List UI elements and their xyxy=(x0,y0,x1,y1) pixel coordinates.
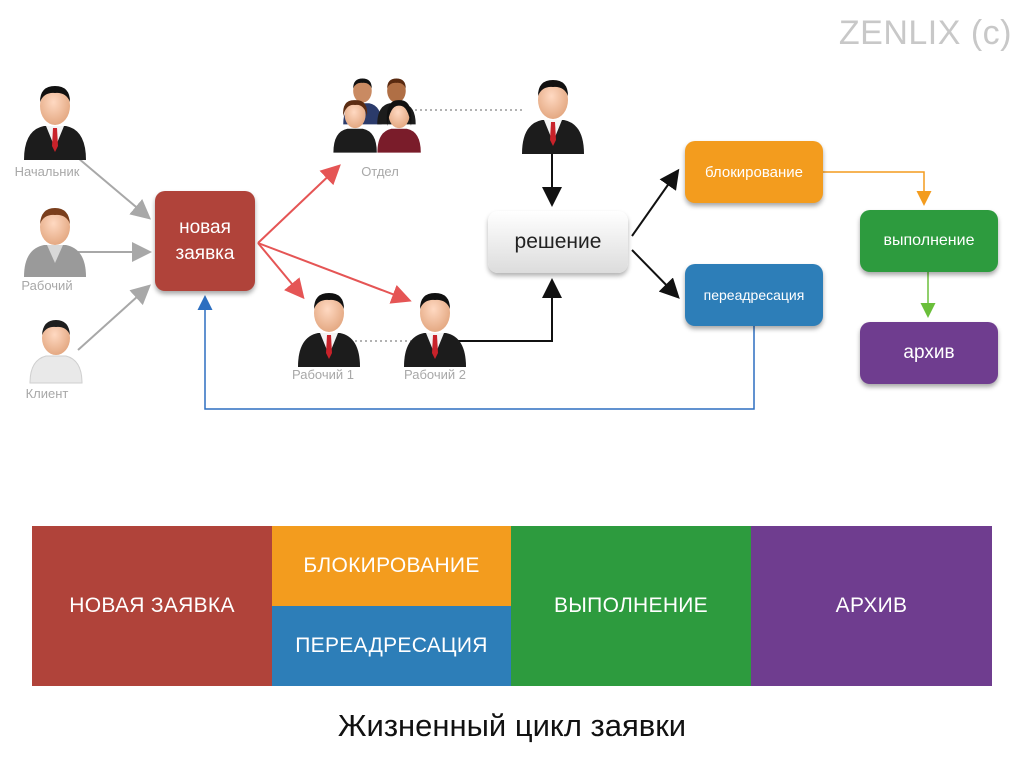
node-blocking-label: блокирование xyxy=(705,163,803,181)
node-execution-label: выполнение xyxy=(883,232,975,249)
label-department: Отдел xyxy=(361,164,399,179)
stage-new-request: НОВАЯ ЗАЯВКА xyxy=(32,526,272,686)
arrow-to-redirect xyxy=(631,249,680,299)
node-blocking: блокирование xyxy=(685,141,823,203)
stage-redirect: ПЕРЕАДРЕСАЦИЯ xyxy=(272,606,511,686)
person-client-icon xyxy=(29,320,83,384)
stage-blocking: БЛОКИРОВАНИЕ xyxy=(272,526,511,606)
caption: Жизненный цикл заявки xyxy=(337,708,687,743)
node-redirect-label: переадресация xyxy=(703,287,805,303)
arrow-to-worker1 xyxy=(257,242,305,300)
node-execution: выполнение xyxy=(860,210,998,272)
arrow-to-worker2 xyxy=(257,242,412,304)
arrow-to-department xyxy=(257,164,341,244)
node-decision: решение xyxy=(488,211,628,273)
label-worker1: Рабочий 1 xyxy=(292,367,354,382)
flow-diagram xyxy=(24,78,936,410)
person-worker-icon xyxy=(24,208,86,277)
label-chief: Начальник xyxy=(14,164,80,179)
stage-archive: АРХИВ xyxy=(751,526,992,686)
person-worker1-icon xyxy=(298,293,360,367)
arrow-blocking-to-execution xyxy=(823,171,932,206)
manager-icon xyxy=(522,80,584,154)
node-redirect: переадресация xyxy=(685,264,823,326)
person-chief-icon xyxy=(24,86,86,160)
node-archive-label: архив xyxy=(903,342,955,363)
label-worker: Рабочий xyxy=(21,278,73,293)
person-worker2-icon xyxy=(404,293,466,367)
arrow-chief xyxy=(77,157,152,220)
label-client: Клиент xyxy=(25,386,69,401)
arrow-client xyxy=(77,284,151,351)
node-archive: архив xyxy=(860,322,998,384)
arrow-redirect-to-new xyxy=(197,295,755,410)
node-decision-label: решение xyxy=(514,230,602,253)
brand-label: ZENLIX (c) xyxy=(838,14,1012,52)
label-worker2: Рабочий 2 xyxy=(404,367,466,382)
department-group-icon xyxy=(333,78,421,153)
stage-execution: ВЫПОЛНЕНИЕ xyxy=(511,526,751,686)
arrow-worker2-to-decision xyxy=(458,278,562,342)
arrow-to-blocking xyxy=(631,168,680,237)
